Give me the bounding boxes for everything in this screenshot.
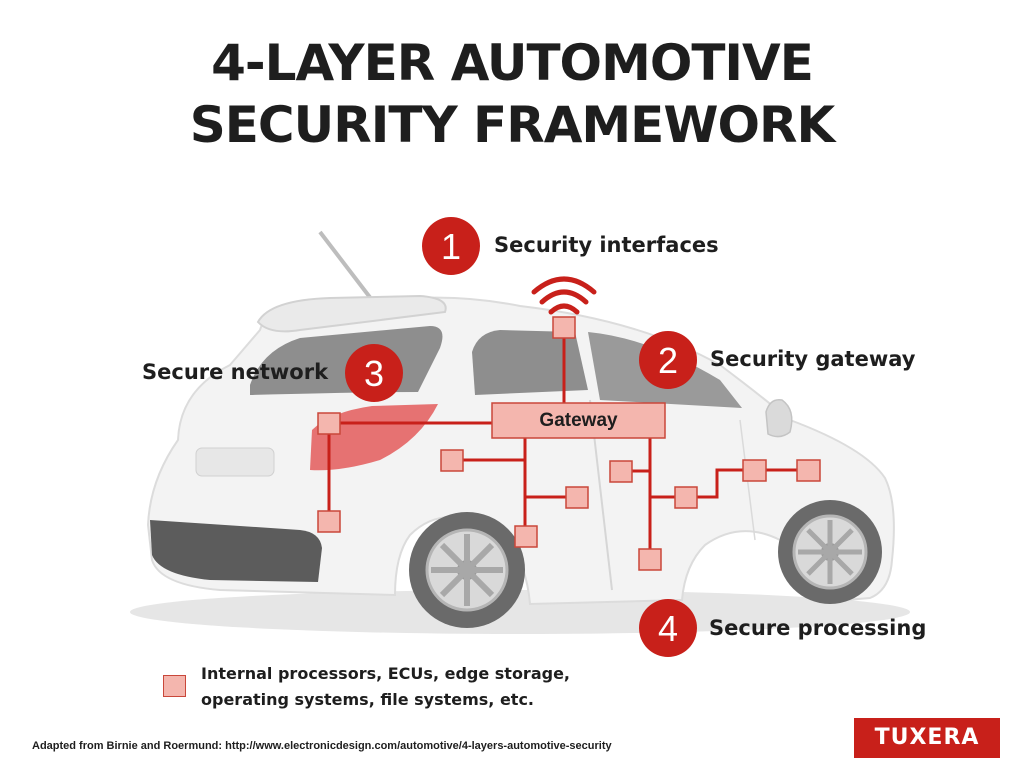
gateway-box	[491, 402, 666, 439]
ecu-node	[317, 412, 341, 435]
ecu-node	[609, 460, 633, 483]
layer-badge-4: 4	[639, 599, 697, 657]
ecu-node	[317, 510, 341, 533]
ecu-nodes	[317, 316, 821, 571]
car-antenna	[318, 230, 374, 302]
car-mirror	[765, 399, 793, 438]
layer-badge-1-number: 1	[441, 226, 461, 267]
car-front-wheel	[778, 500, 882, 604]
layer-badge-2: 2	[639, 331, 697, 389]
source-note: Adapted from Birnie and Roermund: http:/…	[32, 740, 612, 752]
ecu-node	[796, 459, 821, 482]
layer-3-label: Secure network	[142, 360, 329, 384]
ecu-node	[440, 449, 464, 472]
ecu-node	[674, 486, 698, 509]
layer-badge-3: 3	[345, 344, 403, 402]
car-shadow	[130, 590, 910, 634]
title-line-2: SECURITY FRAMEWORK	[189, 96, 835, 154]
title-line-1: 4-LAYER AUTOMOTIVE	[211, 34, 814, 92]
ecu-node	[565, 486, 589, 509]
wifi-signal-icon	[531, 276, 597, 315]
legend-swatch	[163, 675, 186, 697]
ecu-node	[514, 525, 538, 548]
layer-badge-3-number: 3	[364, 353, 384, 394]
car-license-area	[195, 447, 275, 477]
legend-text-line-2: operating systems, file systems, etc.	[201, 690, 534, 709]
car-spoiler	[256, 294, 447, 333]
car-rear-wheel	[409, 512, 525, 628]
car-tail-light	[310, 404, 438, 471]
tuxera-logo: TUXERA	[854, 718, 1000, 758]
car-rear-bumper	[150, 520, 322, 582]
ecu-node-antenna	[552, 316, 576, 339]
layer-1-label: Security interfaces	[494, 233, 719, 257]
layer-4-label: Secure processing	[709, 616, 927, 640]
layer-badge-4-number: 4	[658, 608, 678, 649]
layer-2-label: Security gateway	[710, 347, 916, 371]
car-side-window-rear	[472, 330, 588, 395]
ecu-node	[638, 548, 662, 571]
network-links	[327, 338, 797, 549]
layer-badge-1: 1	[422, 217, 480, 275]
ecu-node	[742, 459, 767, 482]
layer-badge-2-number: 2	[658, 340, 678, 381]
legend-text-line-1: Internal processors, ECUs, edge storage,	[201, 664, 570, 683]
gateway-label: Gateway	[539, 410, 618, 431]
